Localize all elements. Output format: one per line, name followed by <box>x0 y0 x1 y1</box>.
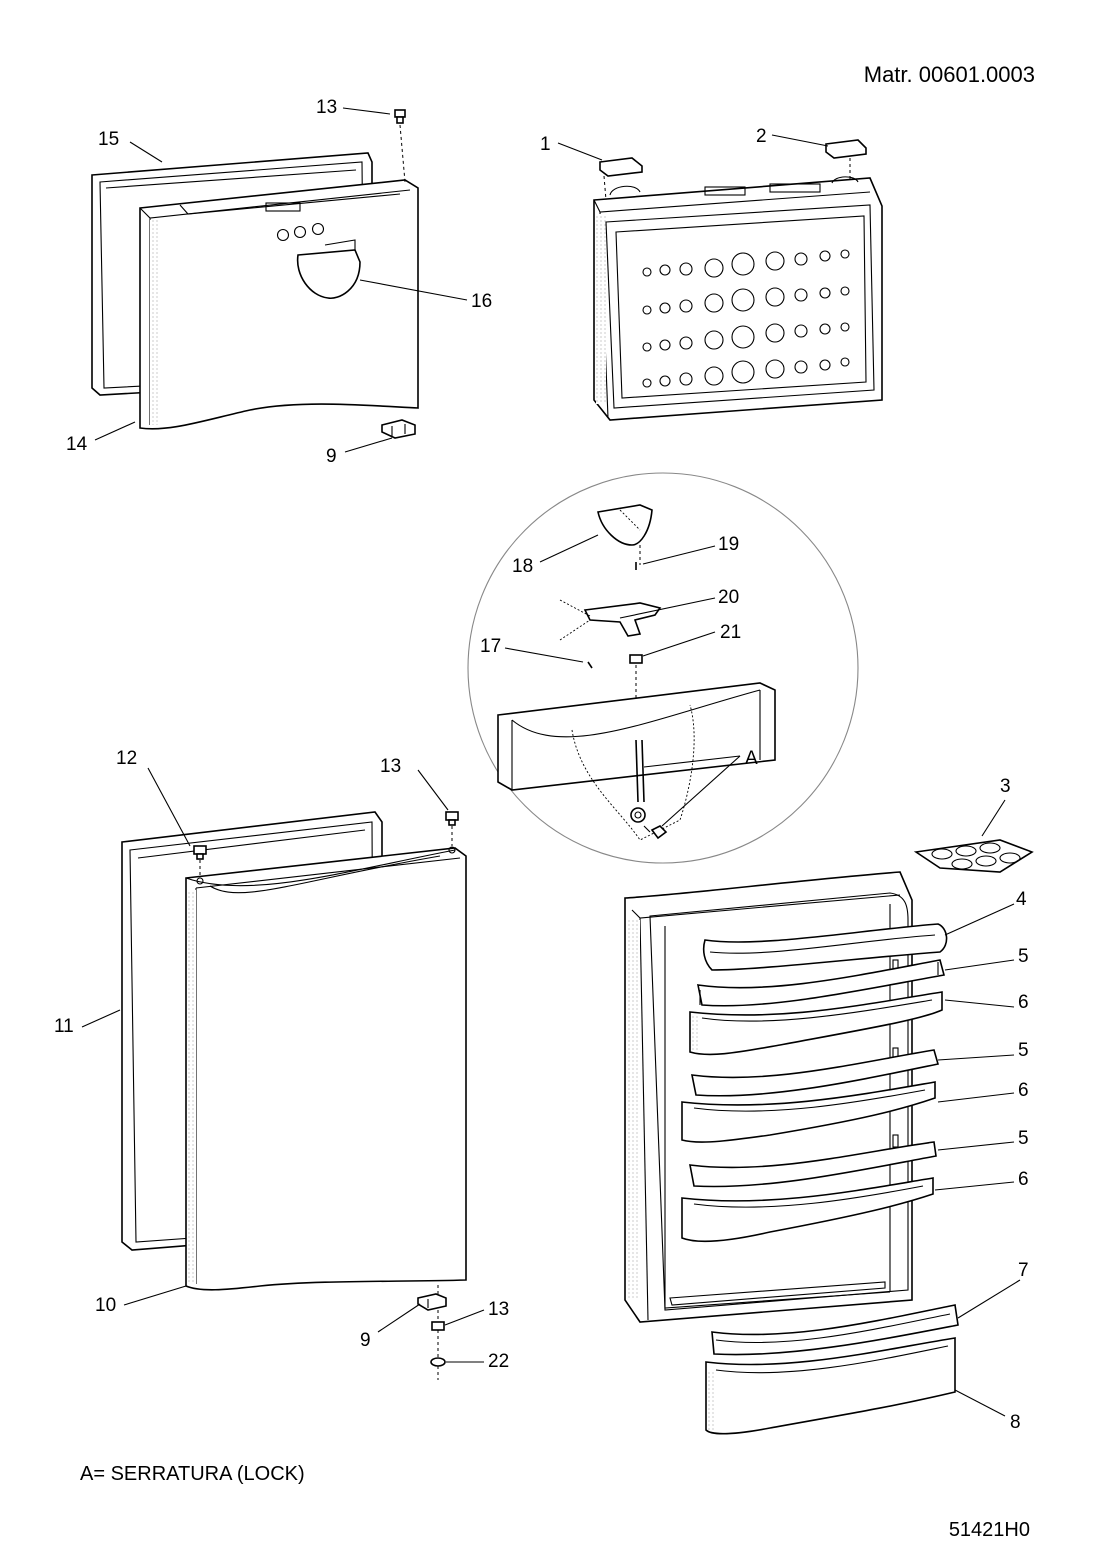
callout-5: 5 <box>1018 1128 1029 1149</box>
callout-19: 19 <box>718 534 739 555</box>
freezer-door-handle <box>296 249 361 299</box>
callout-13: 13 <box>380 756 401 777</box>
bottle-bin-8 <box>705 1337 956 1435</box>
bottle-bin-7 <box>711 1304 959 1356</box>
matriculation-number: Matr. 00601.0003 <box>864 62 1035 87</box>
dairy-shelf-4 <box>702 923 948 971</box>
fridge-door-assembly <box>121 811 467 1380</box>
door-bin-6a <box>689 991 943 1056</box>
callout-5: 5 <box>1018 1040 1029 1061</box>
callout-18: 18 <box>512 556 533 577</box>
callout-9: 9 <box>326 446 337 467</box>
callout-15: 15 <box>98 129 119 150</box>
freezer-door-panel <box>139 179 419 430</box>
drawing-code: 51421H0 <box>949 1519 1030 1541</box>
lock-detail-circle <box>467 472 859 864</box>
callout-22: 22 <box>488 1351 509 1372</box>
fridge-door-panel <box>185 847 467 1291</box>
door-bin-6c <box>681 1177 934 1243</box>
callout-A: A <box>745 748 758 769</box>
callout-6: 6 <box>1018 1169 1029 1190</box>
door-bin-6b <box>681 1081 936 1143</box>
legend-lock: A= SERRATURA (LOCK) <box>80 1463 305 1485</box>
door-bin-5c <box>689 1141 937 1188</box>
callout-14: 14 <box>66 434 88 455</box>
callout-3: 3 <box>1000 776 1011 797</box>
callout-16: 16 <box>471 291 492 312</box>
callout-20: 20 <box>718 587 739 608</box>
liner-perforations <box>642 249 850 388</box>
callout-1: 1 <box>540 134 551 155</box>
callout-21: 21 <box>720 622 741 643</box>
callout-8: 8 <box>1010 1412 1021 1433</box>
callout-9: 9 <box>360 1330 371 1351</box>
callout-13: 13 <box>488 1299 509 1320</box>
freezer-inner-liner <box>593 139 883 421</box>
callout-11: 11 <box>54 1016 74 1037</box>
egg-tray <box>913 839 1034 873</box>
callout-7: 7 <box>1018 1260 1029 1281</box>
callout-17: 17 <box>480 636 501 657</box>
callout-6: 6 <box>1018 992 1029 1013</box>
door-bin-5b <box>690 1049 940 1097</box>
callout-4: 4 <box>1016 889 1027 910</box>
callout-2: 2 <box>756 126 767 147</box>
door-bin-5a <box>696 959 945 1007</box>
freezer-door-assembly <box>91 109 419 439</box>
callout-12: 12 <box>116 748 137 769</box>
callout-5: 5 <box>1018 946 1029 967</box>
callout-10: 10 <box>95 1295 116 1316</box>
callout-13: 13 <box>316 97 337 118</box>
callout-6: 6 <box>1018 1080 1029 1101</box>
